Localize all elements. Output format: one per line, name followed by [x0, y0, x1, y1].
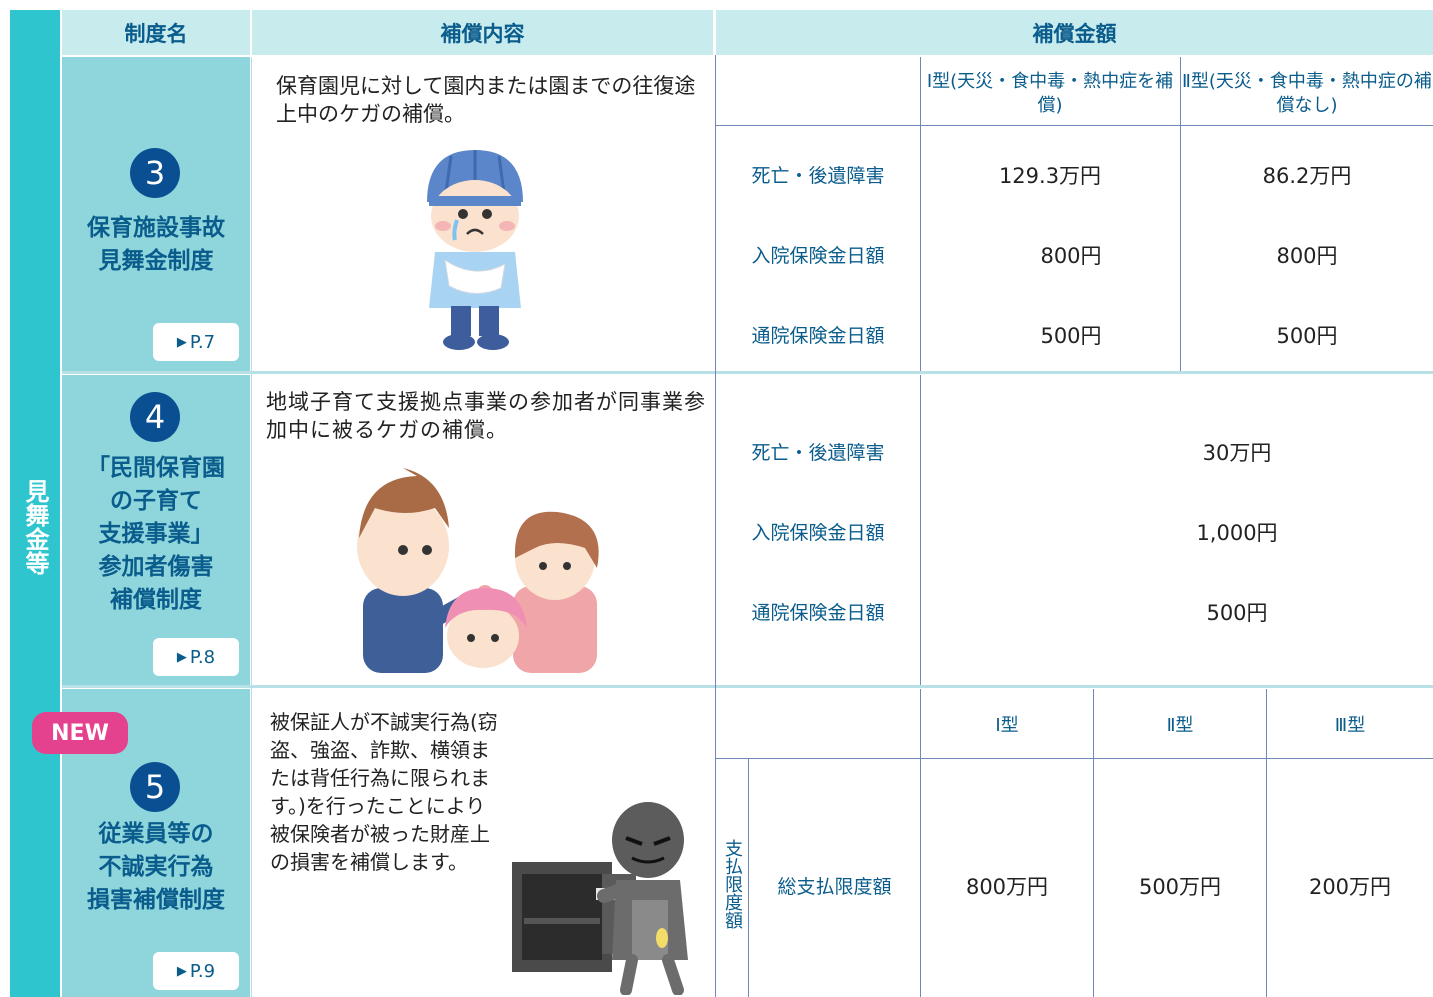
row3-item-label: 死亡・後遺障害 [751, 165, 885, 187]
thief-illustration [512, 802, 688, 995]
header-amount: 補償金額 [716, 10, 1433, 55]
row5-title: 従業員等の不誠実行為損害補償制度 [87, 821, 225, 913]
row5-value: 500万円 [1138, 875, 1222, 899]
col-divider [715, 55, 716, 997]
row4-item-label: 入院保険金日額 [751, 522, 885, 544]
crying-child-illustration [427, 150, 523, 350]
row5-value: 200万円 [1308, 875, 1392, 899]
header-content: 補償内容 [252, 10, 714, 55]
grid-line [920, 375, 921, 685]
row3-item-label: 通院保険金日額 [751, 325, 885, 347]
row4-description: 地域子育て支援拠点事業の参加者が同事業参加中に被るケガの補償。 [266, 390, 706, 442]
row3-name-cell [62, 57, 250, 371]
row3-value: 86.2万円 [1262, 164, 1352, 188]
row5-description: 被保証人が不誠実行為(窃盗、強盗、詐欺、横領または背任行為に限られます。)を行っ… [270, 710, 498, 874]
row4-item-label: 死亡・後遺障害 [751, 442, 885, 464]
row3-type1-header: Ⅰ型(天災・食中毒・熱中症を補償) [926, 71, 1174, 116]
grid-line [716, 758, 1433, 759]
row3-type2-header: Ⅱ型(天災・食中毒・熱中症の補償なし) [1182, 71, 1432, 116]
play-icon: ▶ [176, 963, 187, 979]
row5-item-label: 総支払限度額 [777, 876, 892, 898]
row4-page-link[interactable]: ▶P.8 [153, 638, 239, 676]
new-badge: NEW [32, 712, 128, 754]
row-divider [62, 371, 1433, 374]
row3-number-circle: 3 [130, 148, 180, 198]
row4-title: 「民間保育園の子育て支援事業」参加者傷害補償制度 [87, 455, 225, 613]
grid-line [748, 758, 749, 997]
row5-value: 800万円 [965, 875, 1049, 899]
row4-value: 1,000円 [1196, 521, 1278, 545]
row3-value: 800円 [1276, 244, 1338, 268]
row5-group-label: 支払限度額 [722, 839, 743, 929]
row3-value: 800円 [1040, 244, 1102, 268]
side-band [10, 10, 60, 997]
row5-type1-header: Ⅰ型 [995, 715, 1019, 736]
row5-number-circle: 5 [130, 762, 180, 812]
row4-number-circle: 4 [130, 392, 180, 442]
row3-title: 保育施設事故見舞金制度 [87, 215, 225, 274]
grid-line [920, 689, 921, 997]
col-divider [251, 57, 252, 997]
row5-page-link[interactable]: ▶P.9 [153, 952, 239, 990]
row3-value: 129.3万円 [998, 164, 1102, 188]
row4-item-label: 通院保険金日額 [751, 602, 885, 624]
grid-line [1093, 689, 1094, 997]
row4-value: 30万円 [1202, 441, 1272, 465]
row3-item-label: 入院保険金日額 [751, 245, 885, 267]
play-icon: ▶ [176, 649, 187, 665]
grid-line [1266, 689, 1267, 997]
side-label: 見舞金等 [21, 479, 49, 575]
row3-value: 500円 [1276, 324, 1338, 348]
row3-page-link[interactable]: ▶P.7 [153, 323, 239, 361]
row3-value: 500円 [1040, 324, 1102, 348]
grid-line [920, 57, 921, 371]
grid-line [716, 125, 1433, 126]
header-name: 制度名 [62, 10, 251, 55]
play-icon: ▶ [176, 334, 187, 350]
family-illustration [357, 468, 599, 673]
grid-line [1180, 57, 1181, 371]
row4-value: 500円 [1206, 601, 1268, 625]
row-divider [62, 685, 1433, 688]
row3-description: 保育園児に対して園内または園までの往復途上中のケガの補償。 [276, 74, 696, 126]
row5-type2-header: Ⅱ型 [1166, 715, 1194, 736]
row5-type3-header: Ⅲ型 [1334, 715, 1366, 736]
